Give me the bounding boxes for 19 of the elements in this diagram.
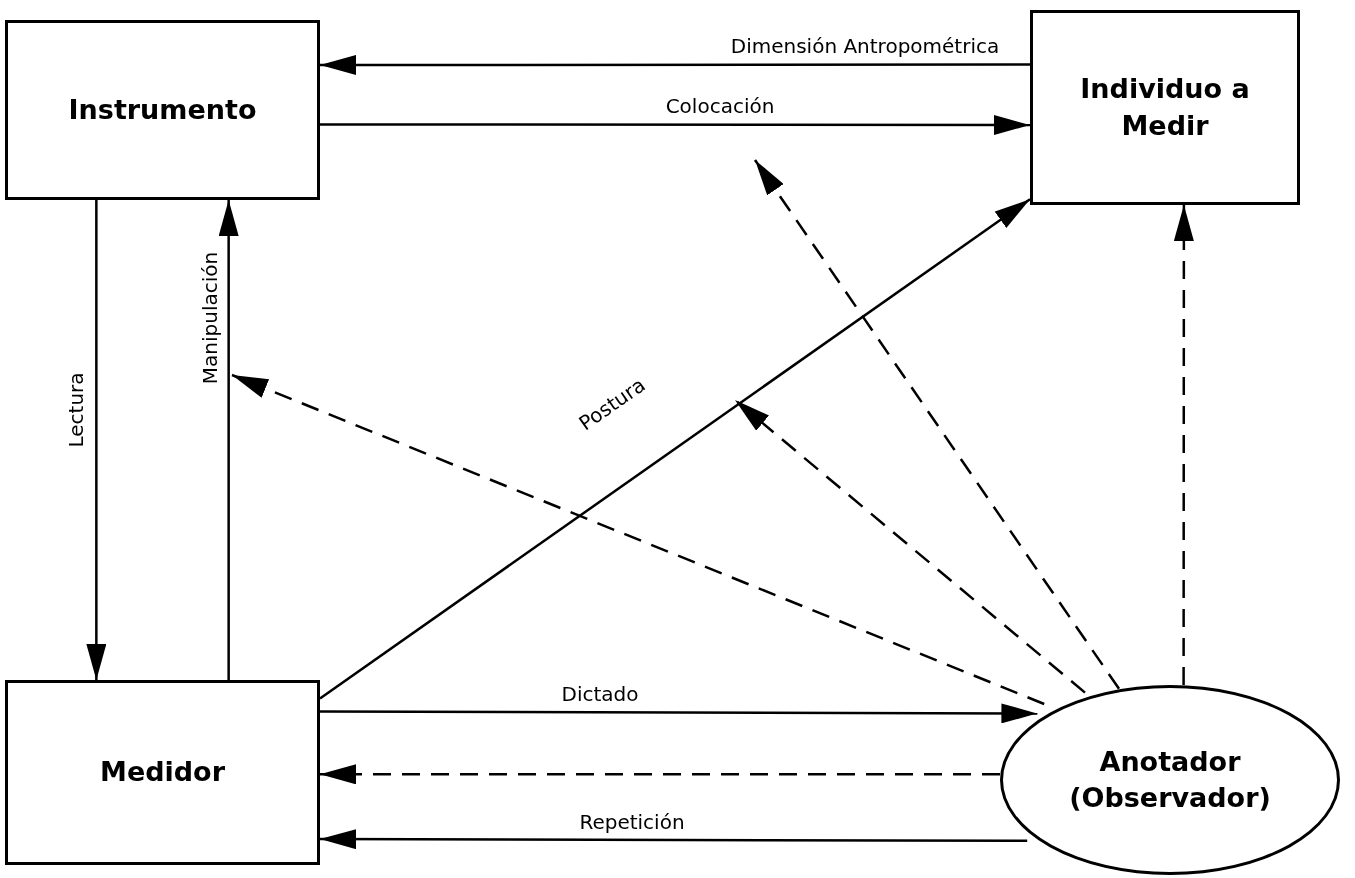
dashed-arrow [320,764,1000,785]
dashed-arrow [753,159,1121,690]
node-label: Anotador (Observador) [1068,744,1272,815]
arrow [218,200,239,680]
arrow [86,200,107,680]
node-label: Individuo a Medir [1079,72,1251,143]
node-label: Medidor [99,755,226,790]
process-box [1030,10,1300,205]
dashed-arrow [231,373,1045,706]
arrow [320,829,1028,850]
node-label: Instrumento [67,92,258,127]
arrow [320,115,1030,135]
process-box [5,680,320,865]
dashed-arrow [1173,205,1194,685]
dashed-arrow [734,399,1086,694]
arrow [319,198,1031,700]
arrow [320,55,1030,75]
arrow [320,703,1038,724]
process-box [5,20,320,200]
